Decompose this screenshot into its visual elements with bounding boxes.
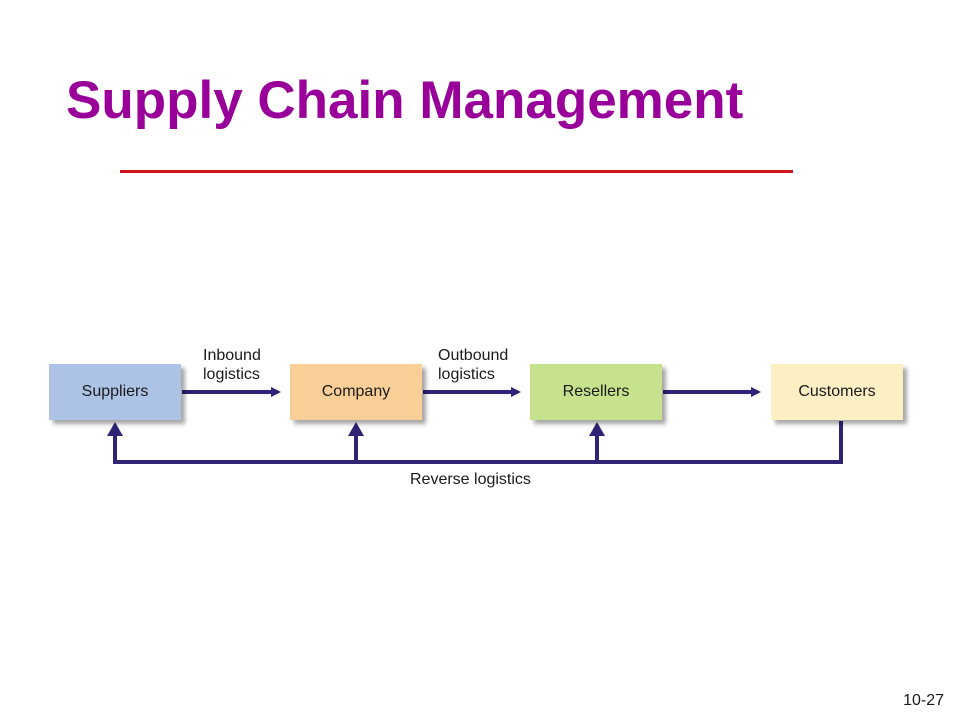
reverse-arrowhead-resellers (589, 422, 605, 436)
reverse-arrowhead-suppliers (107, 422, 123, 436)
page-number: 10-27 (903, 692, 944, 709)
node-suppliers-label: Suppliers (81, 383, 149, 400)
node-company-label: Company (321, 383, 391, 400)
node-company: Company (290, 364, 422, 420)
node-customers-label: Customers (798, 383, 876, 400)
node-suppliers: Suppliers (49, 364, 181, 420)
reverse-logistics-line (113, 421, 843, 464)
reverse-logistics-label: Reverse logistics (410, 471, 531, 488)
node-resellers-label: Resellers (562, 383, 630, 400)
outbound-logistics-label: Outbound logistics (438, 347, 509, 383)
reverse-arrowhead-company (348, 422, 364, 436)
node-customers: Customers (771, 364, 903, 420)
title-underline (120, 170, 793, 173)
inbound-logistics-label: Inbound logistics (203, 347, 261, 383)
slide-title: Supply Chain Management (66, 71, 744, 130)
node-resellers: Resellers (530, 364, 662, 420)
